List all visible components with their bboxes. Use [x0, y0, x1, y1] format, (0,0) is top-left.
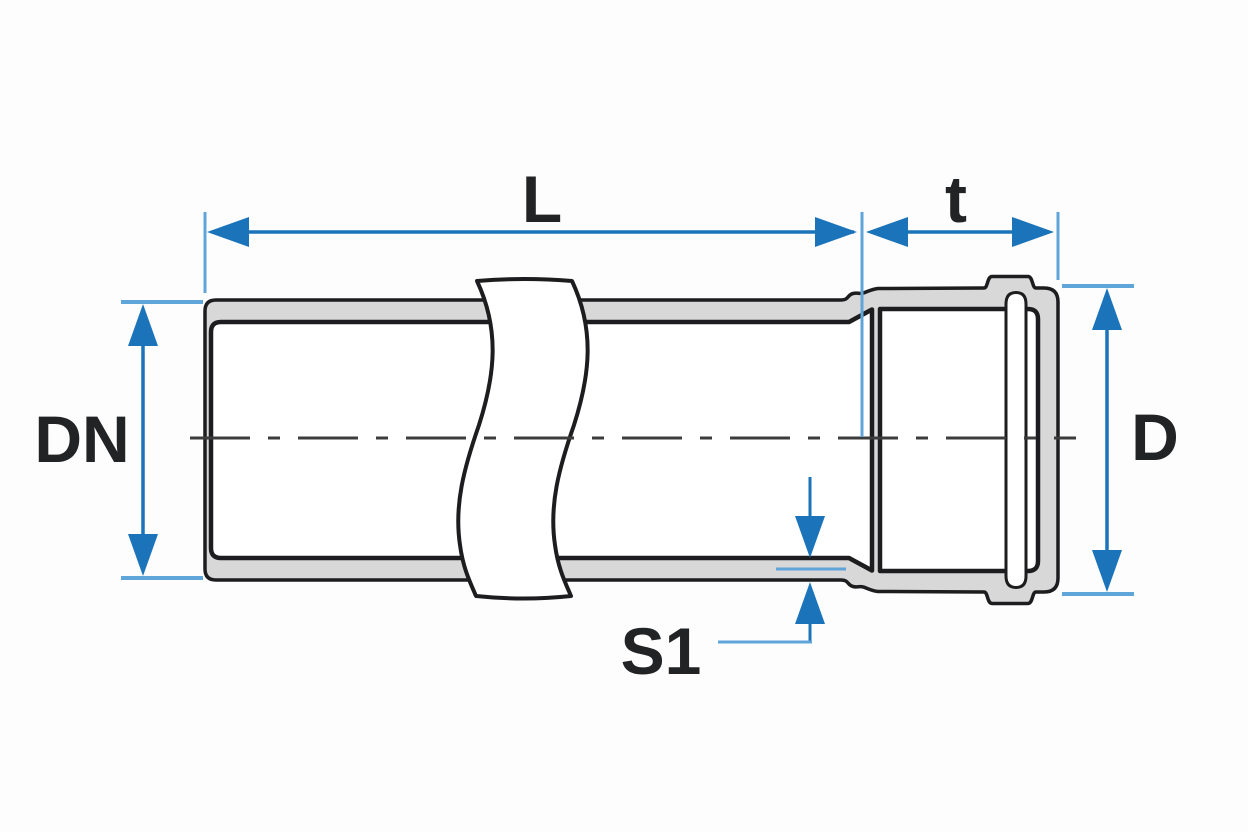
label-socket-outer-diameter: D — [1131, 400, 1179, 474]
dimension-t: t — [866, 162, 1060, 280]
D-arrow-down — [1092, 550, 1122, 592]
DN-arrow-down — [128, 534, 158, 576]
dimension-DN: DN — [34, 300, 203, 580]
label-nominal-diameter: DN — [34, 402, 129, 476]
socket-bore — [877, 306, 1041, 574]
seal-ring-groove — [1004, 290, 1028, 590]
dimension-S1: S1 — [621, 477, 846, 688]
L-arrow-left — [207, 217, 249, 247]
L-arrow-right — [815, 217, 857, 247]
label-overall-length: L — [522, 162, 562, 236]
label-wall-thickness: S1 — [621, 614, 702, 688]
pipe-drawing — [190, 274, 1076, 606]
label-socket-depth: t — [945, 162, 967, 236]
DN-arrow-up — [128, 304, 158, 346]
dimension-D: D — [1062, 284, 1179, 596]
t-arrow-right — [1012, 217, 1054, 247]
S1-arrow-up — [795, 582, 825, 624]
t-arrow-left — [866, 217, 908, 247]
D-arrow-up — [1092, 288, 1122, 330]
dimension-L: L — [203, 162, 864, 437]
S1-arrow-down — [795, 516, 825, 558]
